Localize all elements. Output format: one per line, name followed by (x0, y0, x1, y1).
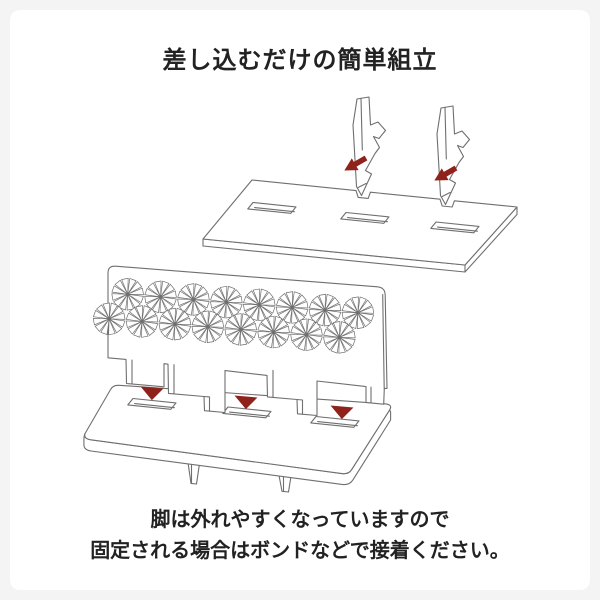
page-title: 差し込むだけの簡単組立 (162, 46, 438, 74)
board-and-legs-illustration (202, 96, 518, 273)
panel-and-base-illustration (83, 265, 392, 493)
hook-leg (436, 105, 471, 206)
assembly-note-line1: 脚は外れやすくなっていますので (150, 507, 450, 531)
assembly-note-line2: 固定される場合はボンドなどで接着ください。 (90, 538, 510, 562)
assembly-note: 脚は外れやすくなっていますので 固定される場合はボンドなどで接着ください。 (0, 504, 600, 566)
hook-leg (352, 96, 387, 197)
decorative-panel (90, 265, 388, 417)
